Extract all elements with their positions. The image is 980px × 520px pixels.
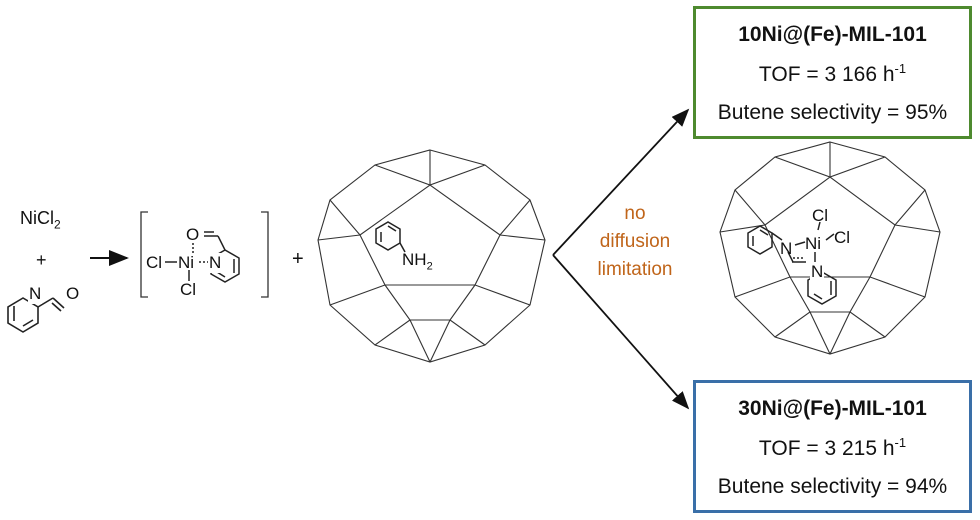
top-tof-text: TOF = 3 166 h	[758, 63, 895, 86]
complex-cl-left: Cl	[146, 253, 163, 272]
condition-line-3: limitation	[597, 259, 673, 280]
plus-sign-1: +	[36, 250, 47, 270]
nickel-chloride-subscript: 2	[54, 217, 61, 232]
bottom-result-selectivity: Butene selectivity = 94%	[717, 475, 948, 498]
reaction-condition: no diffusion limitation	[585, 200, 685, 284]
complex-brackets	[140, 211, 269, 298]
result-box-bottom: 30Ni@(Fe)-MIL-101 TOF = 3 215 h-1 Butene…	[693, 380, 972, 513]
nickel-chloride-text: NiCl	[20, 208, 54, 228]
bottom-result-tof: TOF = 3 215 h-1	[696, 435, 969, 461]
amine-text: NH	[402, 250, 427, 269]
product-n-pyridine: N	[810, 262, 825, 282]
plus-sign-2: +	[292, 248, 304, 270]
product-ni: Ni	[805, 234, 822, 253]
complex-n: N	[208, 253, 223, 273]
pyridine-aldehyde-structure	[7, 297, 65, 333]
immobilized-complex-structure	[747, 221, 837, 305]
nickel-chloride-label: NiCl2	[20, 208, 61, 232]
mof-cage-2	[719, 141, 941, 355]
aniline-structure	[375, 221, 406, 253]
complex-o: O	[186, 225, 200, 244]
complex-ni: Ni	[178, 253, 195, 272]
condition-line-2: diffusion	[599, 231, 671, 252]
complex-cl-bottom: Cl	[180, 280, 197, 299]
top-tof-exponent: -1	[894, 61, 907, 76]
aldehyde-n-label: N	[28, 284, 43, 304]
bottom-tof-text: TOF = 3 215 h	[758, 437, 895, 460]
nickel-complex-structure	[165, 231, 240, 283]
bottom-result-title: 30Ni@(Fe)-MIL-101	[738, 397, 927, 420]
top-result-selectivity: Butene selectivity = 95%	[717, 101, 948, 124]
amine-subscript: 2	[426, 260, 433, 273]
product-cl-top: Cl	[812, 206, 829, 225]
product-cl-right: Cl	[834, 228, 851, 247]
condition-line-1: no	[624, 203, 646, 224]
diverging-arrows	[552, 108, 690, 410]
result-box-top: 10Ni@(Fe)-MIL-101 TOF = 3 166 h-1 Butene…	[693, 6, 972, 139]
bottom-tof-exponent: -1	[894, 435, 907, 450]
aldehyde-o-label: O	[66, 284, 80, 303]
mof-cage-1	[317, 149, 546, 363]
top-result-title: 10Ni@(Fe)-MIL-101	[738, 23, 927, 46]
product-n-imine: N	[780, 239, 793, 258]
top-result-tof: TOF = 3 166 h-1	[696, 61, 969, 87]
amine-label: NH2	[402, 250, 433, 272]
